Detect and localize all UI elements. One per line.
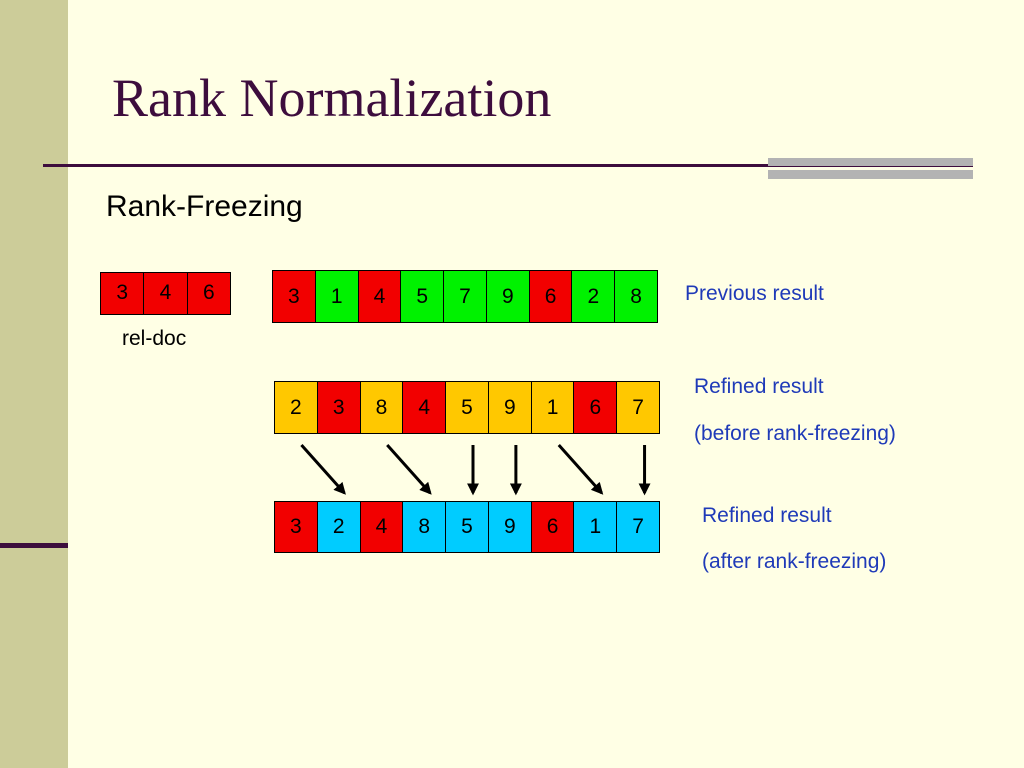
previous-result-cell: 3 [272, 270, 316, 323]
refined-after-cell: 9 [488, 501, 532, 553]
refined-before-cell: 3 [317, 381, 361, 434]
slide-subtitle: Rank-Freezing [106, 190, 303, 223]
previous-result-cell: 2 [572, 270, 616, 323]
previous-result-cell: 9 [486, 270, 530, 323]
previous-result-cell: 1 [315, 270, 359, 323]
refined-after-sublabel: (after rank-freezing) [702, 550, 887, 573]
previous-result-cell: 6 [529, 270, 573, 323]
divider-accent-bar [768, 158, 973, 166]
refined-after-cell: 1 [574, 501, 618, 553]
refined-after-cell: 3 [274, 501, 318, 553]
refined-before-cell: 6 [574, 381, 618, 434]
previous-result-cell: 7 [444, 270, 487, 323]
refined-before-cell: 1 [531, 381, 575, 434]
refined-before-label: Refined result [694, 375, 824, 398]
refined-before-cell: 7 [617, 381, 661, 434]
refined-before-sublabel: (before rank-freezing) [694, 422, 896, 445]
previous-result-cell: 8 [615, 270, 659, 323]
refined-after-cell: 5 [446, 501, 489, 553]
refined-after-cell: 2 [317, 501, 361, 553]
refined-before-cell: 5 [446, 381, 489, 434]
refined-before-cell: 9 [488, 381, 532, 434]
rel-doc-label: rel-doc [122, 327, 187, 350]
refined-after-cell: 4 [360, 501, 404, 553]
refined-before-cell: 2 [274, 381, 318, 434]
reorder-arrow [386, 444, 432, 495]
sidebar-band [0, 0, 68, 768]
refined-after-cell: 8 [403, 501, 447, 553]
previous-result-cell: 4 [358, 270, 402, 323]
reorder-arrow [300, 444, 346, 495]
refined-after-label: Refined result [702, 504, 832, 527]
refined-after-cell: 7 [617, 501, 661, 553]
rel-doc-cell: 6 [187, 272, 231, 315]
previous-result-label: Previous result [685, 282, 824, 305]
sidebar-accent-bar [0, 543, 68, 548]
refined-after-cell: 6 [531, 501, 575, 553]
previous-result-cell: 5 [401, 270, 445, 323]
rel-doc-cell: 4 [144, 272, 188, 315]
reorder-arrow [557, 444, 604, 495]
refined-before-cell: 8 [360, 381, 404, 434]
refined-before-cell: 4 [403, 381, 447, 434]
title-divider [43, 164, 973, 167]
rel-doc-cell: 3 [100, 272, 145, 315]
divider-accent-bar [768, 170, 973, 179]
slide-title: Rank Normalization [112, 68, 552, 128]
